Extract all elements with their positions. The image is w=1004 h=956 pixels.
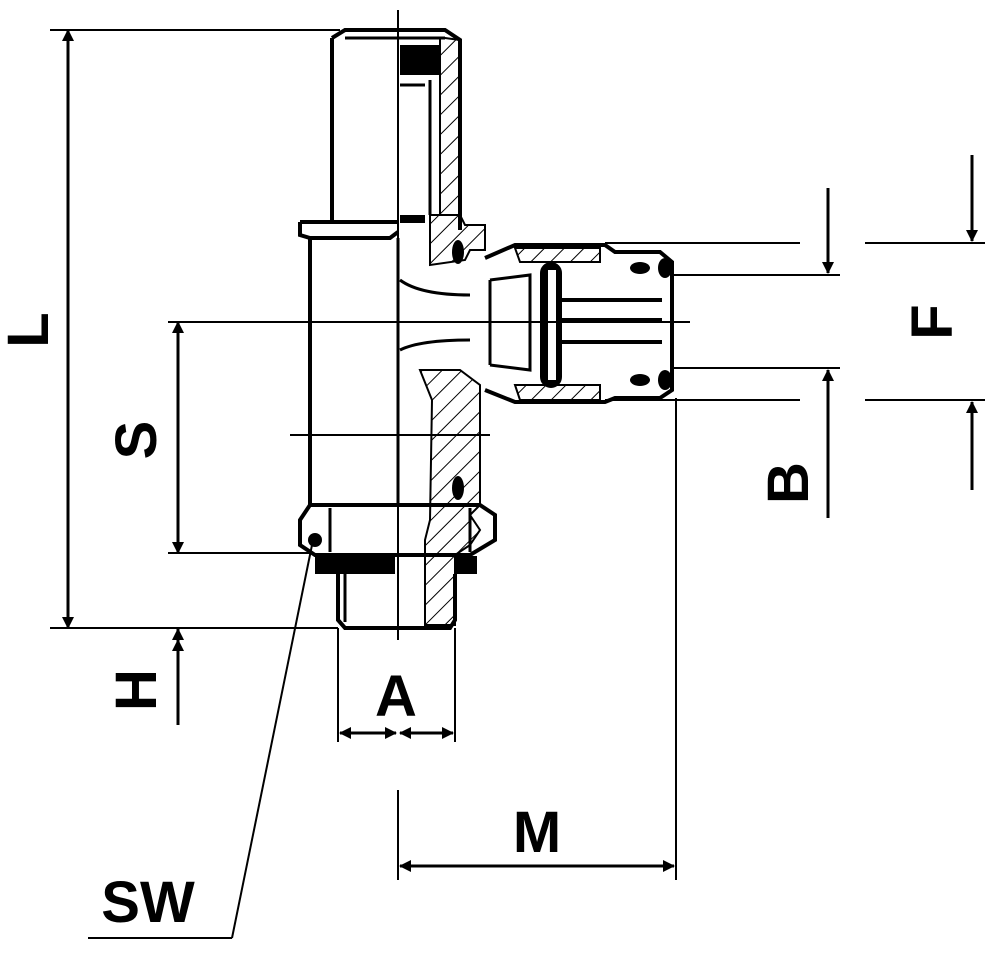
label-M: M (513, 800, 561, 865)
label-SW: SW (101, 870, 195, 935)
dimension-lines (50, 29, 985, 939)
label-F: F (900, 304, 965, 339)
push-in-connector (400, 243, 690, 404)
label-H: H (104, 669, 169, 711)
label-S: S (104, 421, 169, 460)
label-L: L (0, 312, 61, 347)
label-A: A (375, 664, 417, 729)
fitting-body (298, 10, 497, 640)
label-B: B (756, 462, 821, 504)
